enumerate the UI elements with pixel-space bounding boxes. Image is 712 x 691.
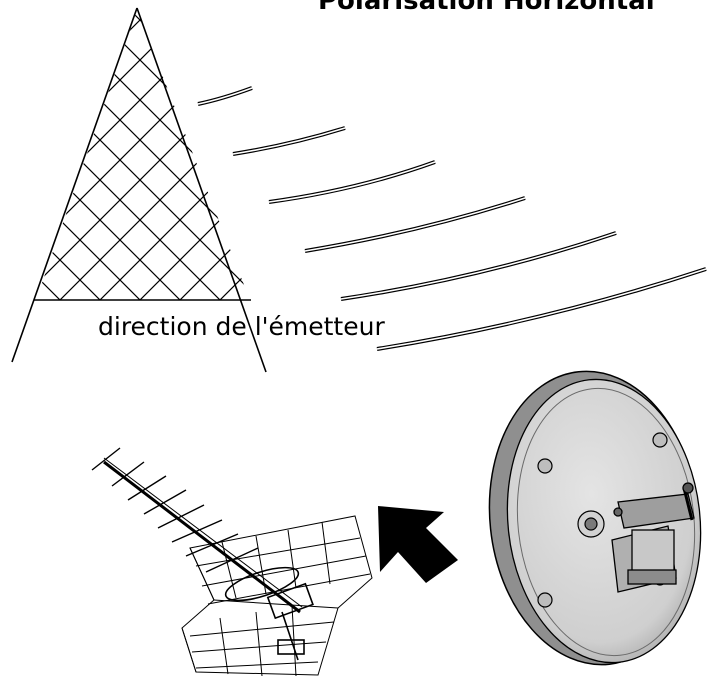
wave-arc-3 bbox=[268, 160, 436, 204]
transmitter-tower-icon bbox=[11, 7, 267, 373]
wave-arc-6 bbox=[376, 267, 707, 351]
wave-arc-5 bbox=[340, 231, 617, 301]
yagi-antenna-icon bbox=[91, 447, 373, 677]
wave-arc-4 bbox=[304, 196, 526, 253]
direction-arrow-icon bbox=[378, 506, 458, 583]
wave-arc-2 bbox=[232, 126, 346, 156]
panel-bracket bbox=[611, 482, 695, 593]
radio-waves-icon bbox=[197, 86, 707, 351]
diagram-title: Polarisation Horizontal bbox=[318, 0, 655, 16]
flat-panel-antenna-icon bbox=[488, 370, 702, 666]
tower-caption: direction de l'émetteur bbox=[98, 312, 385, 341]
